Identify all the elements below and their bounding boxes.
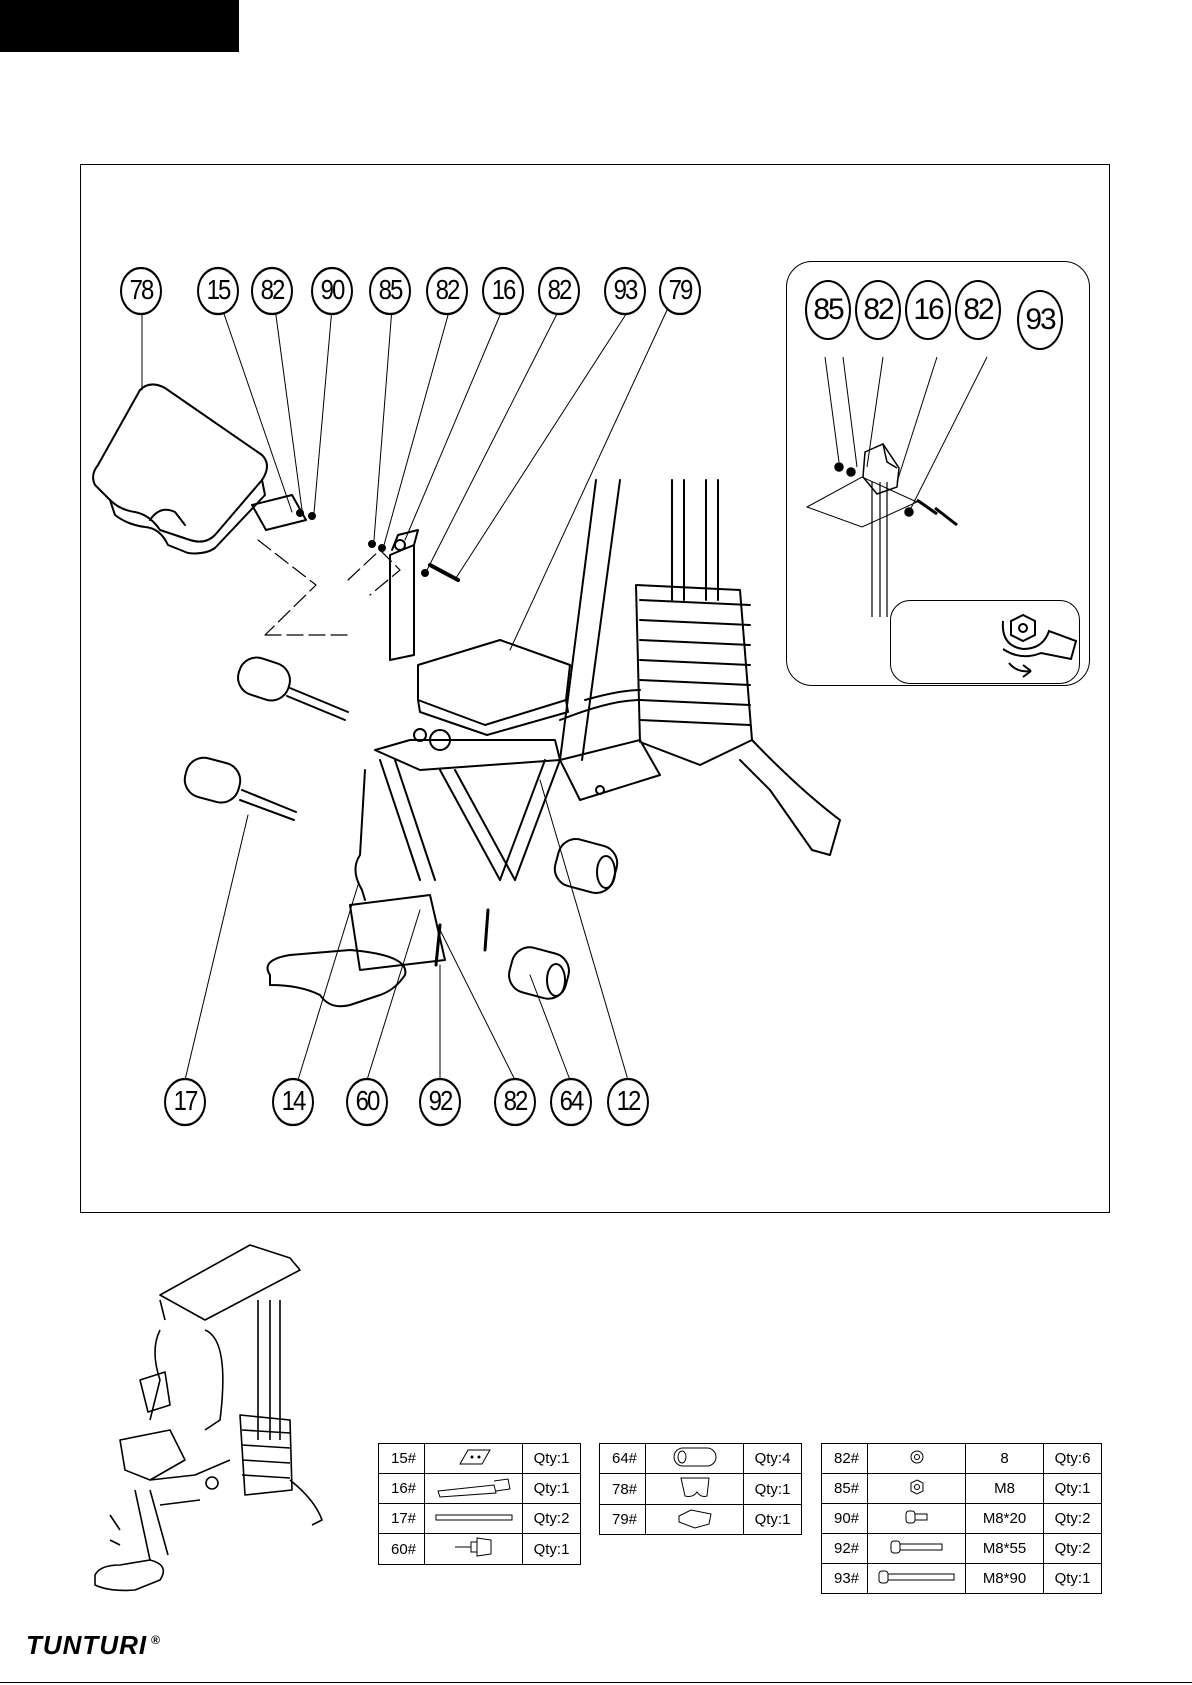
inset-callout-85: 85 — [805, 280, 851, 340]
callout-82: 82 — [494, 1078, 536, 1126]
callout-82: 82 — [426, 267, 468, 315]
part-number: 60# — [379, 1534, 425, 1565]
plate-bracket-icon — [425, 1444, 523, 1474]
part-qty: Qty:1 — [523, 1444, 581, 1474]
washer-icon — [868, 1444, 966, 1474]
inset-callout-82: 82 — [855, 280, 901, 340]
wrench-icon — [891, 601, 1081, 685]
part-qty: Qty:1 — [1044, 1564, 1102, 1594]
part-number: 93# — [822, 1564, 868, 1594]
table-row: 64# Qty:4 — [600, 1444, 802, 1474]
table-row: 92# M8*55 Qty:2 — [822, 1534, 1102, 1564]
callout-79: 79 — [659, 267, 701, 315]
part-qty: Qty:6 — [1044, 1444, 1102, 1474]
preacher-pad-drawing — [93, 384, 267, 553]
front-roller-64 — [551, 835, 621, 897]
callout-93: 93 — [604, 267, 646, 315]
part-qty: Qty:1 — [744, 1505, 802, 1535]
callout-85: 85 — [369, 267, 411, 315]
table-row: 78# Qty:1 — [600, 1474, 802, 1505]
callout-12: 12 — [607, 1078, 649, 1126]
part-number: 82# — [822, 1444, 868, 1474]
gym-frame-drawing — [268, 480, 841, 1006]
upper-roller-with-rod — [233, 653, 348, 720]
table-row: 93# M8*90 Qty:1 — [822, 1564, 1102, 1594]
callout-78: 78 — [120, 267, 162, 315]
bottom-roller-64 — [505, 943, 573, 1002]
callout-90: 90 — [311, 267, 353, 315]
part-size: 8 — [966, 1444, 1044, 1474]
part-size: M8*20 — [966, 1504, 1044, 1534]
part-number: 15# — [379, 1444, 425, 1474]
callout-60: 60 — [346, 1078, 388, 1126]
knob-pin-icon — [425, 1534, 523, 1565]
preacher-pad-icon — [646, 1474, 744, 1505]
part-number: 79# — [600, 1505, 646, 1535]
seat-pad-icon — [646, 1505, 744, 1535]
callout-64: 64 — [550, 1078, 592, 1126]
part-qty: Qty:2 — [1044, 1504, 1102, 1534]
square-tube-post-icon — [425, 1474, 523, 1504]
wrench-tightening-box — [890, 600, 1080, 684]
brand-name: TUNTURI — [26, 1630, 147, 1660]
parts-table-middle: 64# Qty:4 78# Qty:1 79# Qty:1 — [599, 1443, 802, 1535]
callout-17: 17 — [164, 1078, 206, 1126]
lower-roller-with-rod — [181, 754, 296, 820]
inset-callout-93: 93 — [1017, 290, 1063, 350]
part-number: 78# — [600, 1474, 646, 1505]
table-row: 82# 8 Qty:6 — [822, 1444, 1102, 1474]
table-row: 17# Qty:2 — [379, 1504, 581, 1534]
short-bolt-icon — [868, 1504, 966, 1534]
callout-82: 82 — [538, 267, 580, 315]
part-qty: Qty:2 — [1044, 1534, 1102, 1564]
part-number: 64# — [600, 1444, 646, 1474]
seat-pad-drawing — [418, 640, 570, 735]
medium-bolt-icon — [868, 1534, 966, 1564]
callout-82: 82 — [251, 267, 293, 315]
nut-icon — [868, 1474, 966, 1504]
part-qty: Qty:1 — [523, 1534, 581, 1565]
callout-14: 14 — [272, 1078, 314, 1126]
long-bolt-icon — [868, 1564, 966, 1594]
rod-icon — [425, 1504, 523, 1534]
registered-mark: ® — [151, 1633, 161, 1647]
brand-logo: TUNTURI ® — [26, 1630, 161, 1661]
parts-table-right: 82# 8 Qty:6 85# M8 Qty:1 90# M8*20 Qty:2… — [821, 1443, 1102, 1594]
part-qty: Qty:1 — [523, 1474, 581, 1504]
part-qty: Qty:1 — [744, 1474, 802, 1505]
part-qty: Qty:1 — [1044, 1474, 1102, 1504]
part-qty: Qty:2 — [523, 1504, 581, 1534]
inset-callout-16: 16 — [905, 280, 951, 340]
callout-16: 16 — [482, 267, 524, 315]
table-row: 85# M8 Qty:1 — [822, 1474, 1102, 1504]
part-size: M8*55 — [966, 1534, 1044, 1564]
part-number: 85# — [822, 1474, 868, 1504]
table-row: 15# Qty:1 — [379, 1444, 581, 1474]
table-row: 79# Qty:1 — [600, 1505, 802, 1535]
part-number: 90# — [822, 1504, 868, 1534]
table-row: 60# Qty:1 — [379, 1534, 581, 1565]
table-row: 16# Qty:1 — [379, 1474, 581, 1504]
foam-roller-icon — [646, 1444, 744, 1474]
callout-15: 15 — [197, 267, 239, 315]
part-number: 17# — [379, 1504, 425, 1534]
part-number: 92# — [822, 1534, 868, 1564]
part-number: 16# — [379, 1474, 425, 1504]
parts-table-left: 15# Qty:1 16# Qty:1 17# Qty:2 60# Qty:1 — [378, 1443, 581, 1565]
footer-rule — [0, 1682, 1192, 1683]
part-size: M8*90 — [966, 1564, 1044, 1594]
callout-92: 92 — [419, 1078, 461, 1126]
table-row: 90# M8*20 Qty:2 — [822, 1504, 1102, 1534]
inset-callout-82: 82 — [955, 280, 1001, 340]
post-drawing — [390, 530, 418, 660]
part-size: M8 — [966, 1474, 1044, 1504]
part-qty: Qty:4 — [744, 1444, 802, 1474]
